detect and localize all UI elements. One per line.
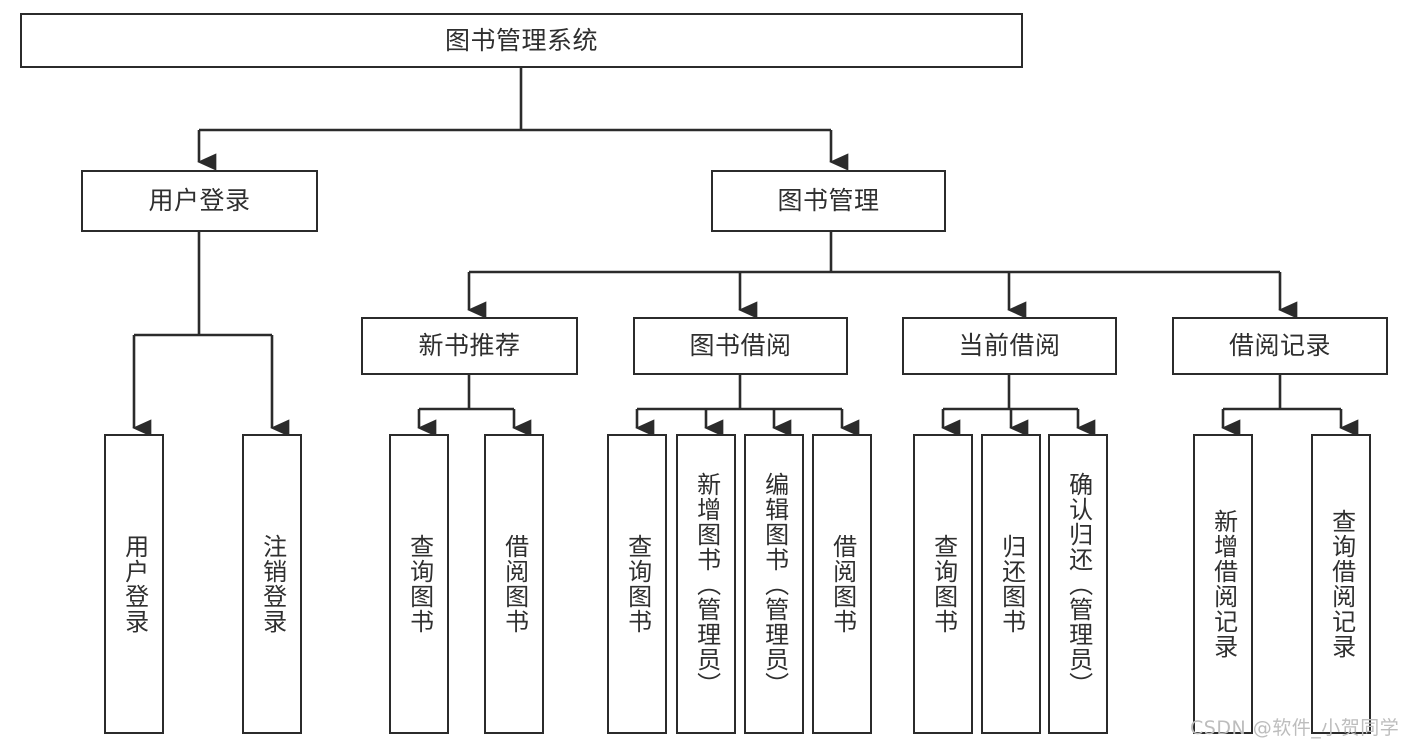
node-current-borrow[interactable]: 当前借阅 — [902, 317, 1117, 375]
node-leaf-logout[interactable]: 注销登录 — [242, 434, 302, 734]
node-leaf-borrow-book-new-label: 借阅图书 — [500, 534, 529, 634]
node-new-book-recommend-label: 新书推荐 — [418, 331, 521, 361]
node-leaf-user-login[interactable]: 用户登录 — [104, 434, 164, 734]
node-leaf-user-login-label: 用户登录 — [120, 534, 149, 634]
node-leaf-add-book-admin-label: 新增图书（管理员） — [692, 471, 721, 697]
csdn-watermark: CSDN @软件_小贺同学 — [1190, 717, 1400, 739]
node-leaf-borrow-book-new[interactable]: 借阅图书 — [484, 434, 544, 734]
node-current-borrow-label: 当前借阅 — [958, 331, 1061, 361]
node-leaf-add-book-admin[interactable]: 新增图书（管理员） — [676, 434, 736, 734]
node-leaf-query-borrow-record[interactable]: 查询借阅记录 — [1311, 434, 1371, 734]
node-book-management[interactable]: 图书管理 — [711, 170, 946, 232]
node-leaf-query-book-current[interactable]: 查询图书 — [913, 434, 973, 734]
node-leaf-borrow-book[interactable]: 借阅图书 — [812, 434, 872, 734]
node-leaf-confirm-return-admin-label: 确认归还（管理员） — [1064, 471, 1093, 697]
node-leaf-add-borrow-record-label: 新增借阅记录 — [1209, 509, 1238, 659]
node-leaf-confirm-return-admin[interactable]: 确认归还（管理员） — [1048, 434, 1108, 734]
node-user-login[interactable]: 用户登录 — [81, 170, 318, 232]
node-borrow-record[interactable]: 借阅记录 — [1172, 317, 1388, 375]
node-leaf-return-book-label: 归还图书 — [997, 534, 1026, 634]
node-leaf-add-borrow-record[interactable]: 新增借阅记录 — [1193, 434, 1253, 734]
node-root[interactable]: 图书管理系统 — [20, 13, 1023, 68]
node-leaf-query-book-new-label: 查询图书 — [405, 534, 434, 634]
node-leaf-query-book-current-label: 查询图书 — [929, 534, 958, 634]
node-leaf-return-book[interactable]: 归还图书 — [981, 434, 1041, 734]
node-root-label: 图书管理系统 — [444, 25, 598, 55]
node-borrow-record-label: 借阅记录 — [1228, 331, 1331, 361]
node-leaf-edit-book-admin[interactable]: 编辑图书（管理员） — [744, 434, 804, 734]
node-user-login-label: 用户登录 — [148, 186, 251, 216]
node-leaf-query-book-borrow-label: 查询图书 — [623, 534, 652, 634]
node-book-management-label: 图书管理 — [777, 186, 880, 216]
node-leaf-query-book-new[interactable]: 查询图书 — [389, 434, 449, 734]
node-leaf-logout-label: 注销登录 — [258, 534, 287, 634]
node-leaf-borrow-book-label: 借阅图书 — [828, 534, 857, 634]
node-leaf-query-book-borrow[interactable]: 查询图书 — [607, 434, 667, 734]
node-book-borrow-label: 图书借阅 — [689, 331, 792, 361]
node-new-book-recommend[interactable]: 新书推荐 — [361, 317, 578, 375]
node-book-borrow[interactable]: 图书借阅 — [633, 317, 848, 375]
node-leaf-edit-book-admin-label: 编辑图书（管理员） — [760, 471, 789, 697]
node-leaf-query-borrow-record-label: 查询借阅记录 — [1327, 509, 1356, 659]
